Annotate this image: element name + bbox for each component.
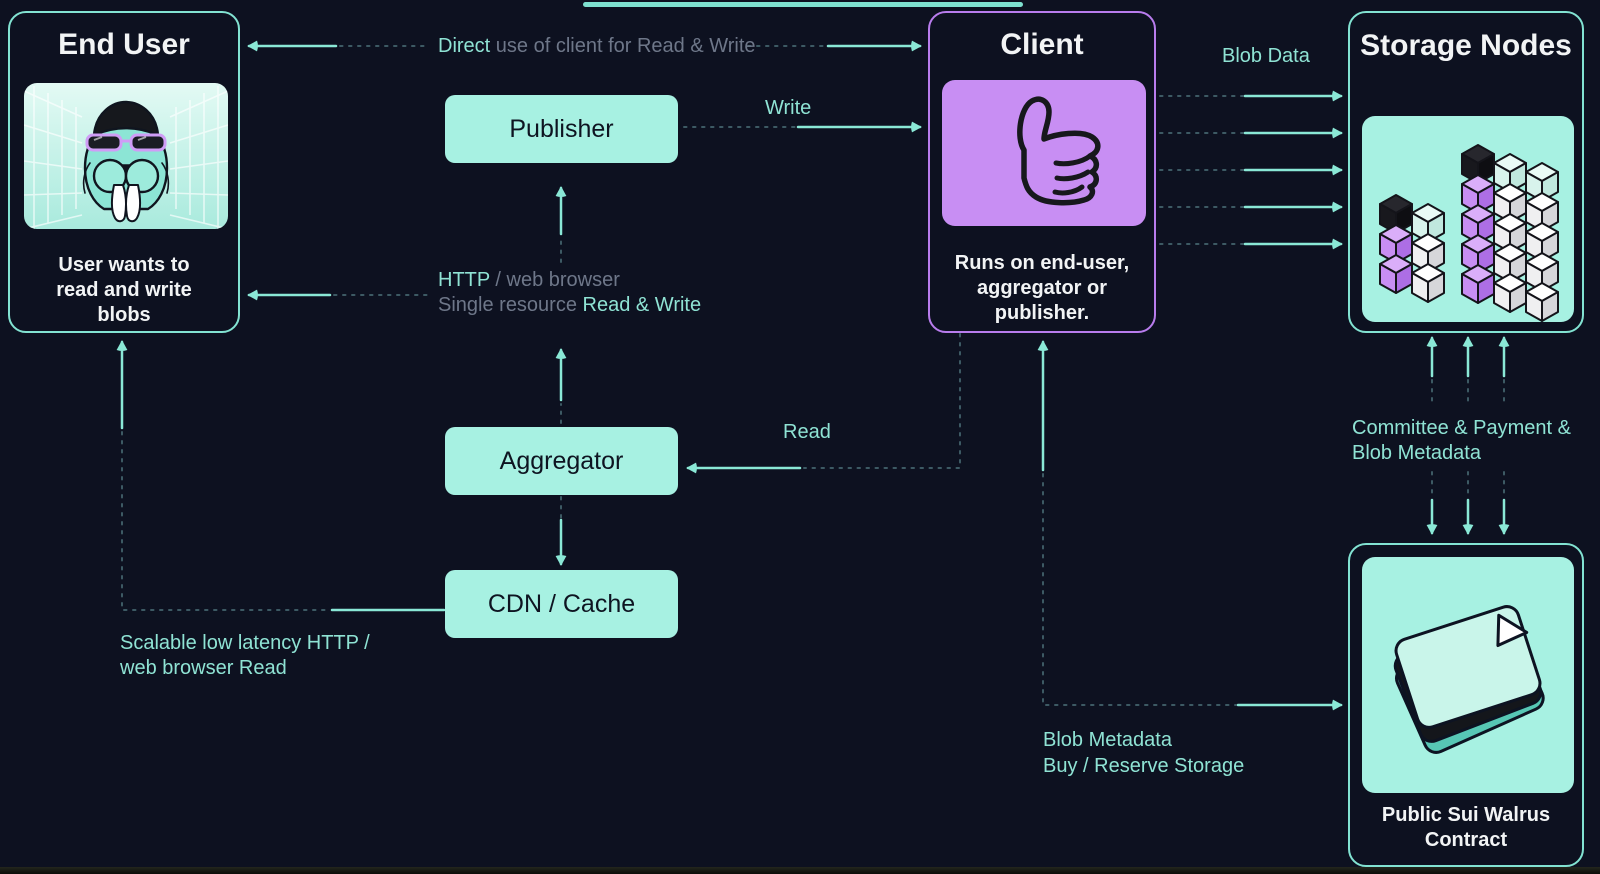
- blob-data-label: Blob Data: [1222, 45, 1310, 67]
- publisher-label: Publisher: [509, 114, 614, 143]
- committee-label: Committee & Payment & Blob Metadata: [1352, 417, 1571, 464]
- client-title: Client: [1000, 28, 1084, 61]
- cubes-icon: [1379, 144, 1559, 322]
- client-caption: Runs on end-user, aggregator or publishe…: [954, 252, 1130, 324]
- edge-blob-data: [1159, 90, 1343, 250]
- storage-cubes-illustration: [1362, 116, 1574, 322]
- write-label: Write: [765, 97, 812, 119]
- thumbs-up-illustration: [942, 80, 1146, 226]
- papers-icon: [1393, 605, 1545, 754]
- contract-papers-illustration: [1362, 557, 1574, 793]
- end-user-card: End User: [8, 11, 240, 333]
- thumbs-up-icon: [1017, 96, 1101, 206]
- storage-nodes-title: Storage Nodes: [1360, 29, 1572, 62]
- http-label: HTTP / web browser Single resource Read …: [438, 269, 702, 316]
- read-label: Read: [783, 421, 831, 443]
- client-card: Client Runs on end-user, aggregator or p…: [928, 11, 1156, 333]
- direct-use-label: Direct use of client for Read & Write: [438, 35, 756, 57]
- contract-caption: Public Sui Walrus Contract: [1381, 804, 1551, 851]
- edge-client-contract: [1037, 340, 1343, 711]
- storage-nodes-card: Storage Nodes: [1348, 11, 1584, 333]
- cdn-cache-label: CDN / Cache: [487, 589, 636, 618]
- cdn-cache-node: CDN / Cache: [445, 570, 678, 638]
- publisher-node: Publisher: [445, 95, 678, 163]
- scalable-read-label: Scalable low latency HTTP / web browser …: [120, 632, 370, 679]
- edge-cdn-to-end-user: [116, 340, 446, 612]
- edge-read: [686, 333, 961, 474]
- walrus-icon: [24, 86, 228, 229]
- aggregator-label: Aggregator: [499, 446, 624, 475]
- end-user-title: End User: [58, 28, 190, 61]
- end-user-caption: User wants to read and write blobs: [56, 254, 192, 326]
- cutoff-bottom-edge: [0, 867, 1600, 874]
- walrus-illustration: [24, 83, 228, 229]
- sunglasses-icon: [85, 133, 167, 152]
- contract-card: Public Sui Walrus Contract: [1348, 543, 1584, 867]
- cutoff-box-top-edge: [583, 2, 1023, 7]
- blob-metadata-label: Blob Metadata Buy / Reserve Storage: [1043, 729, 1245, 777]
- aggregator-node: Aggregator: [445, 427, 678, 495]
